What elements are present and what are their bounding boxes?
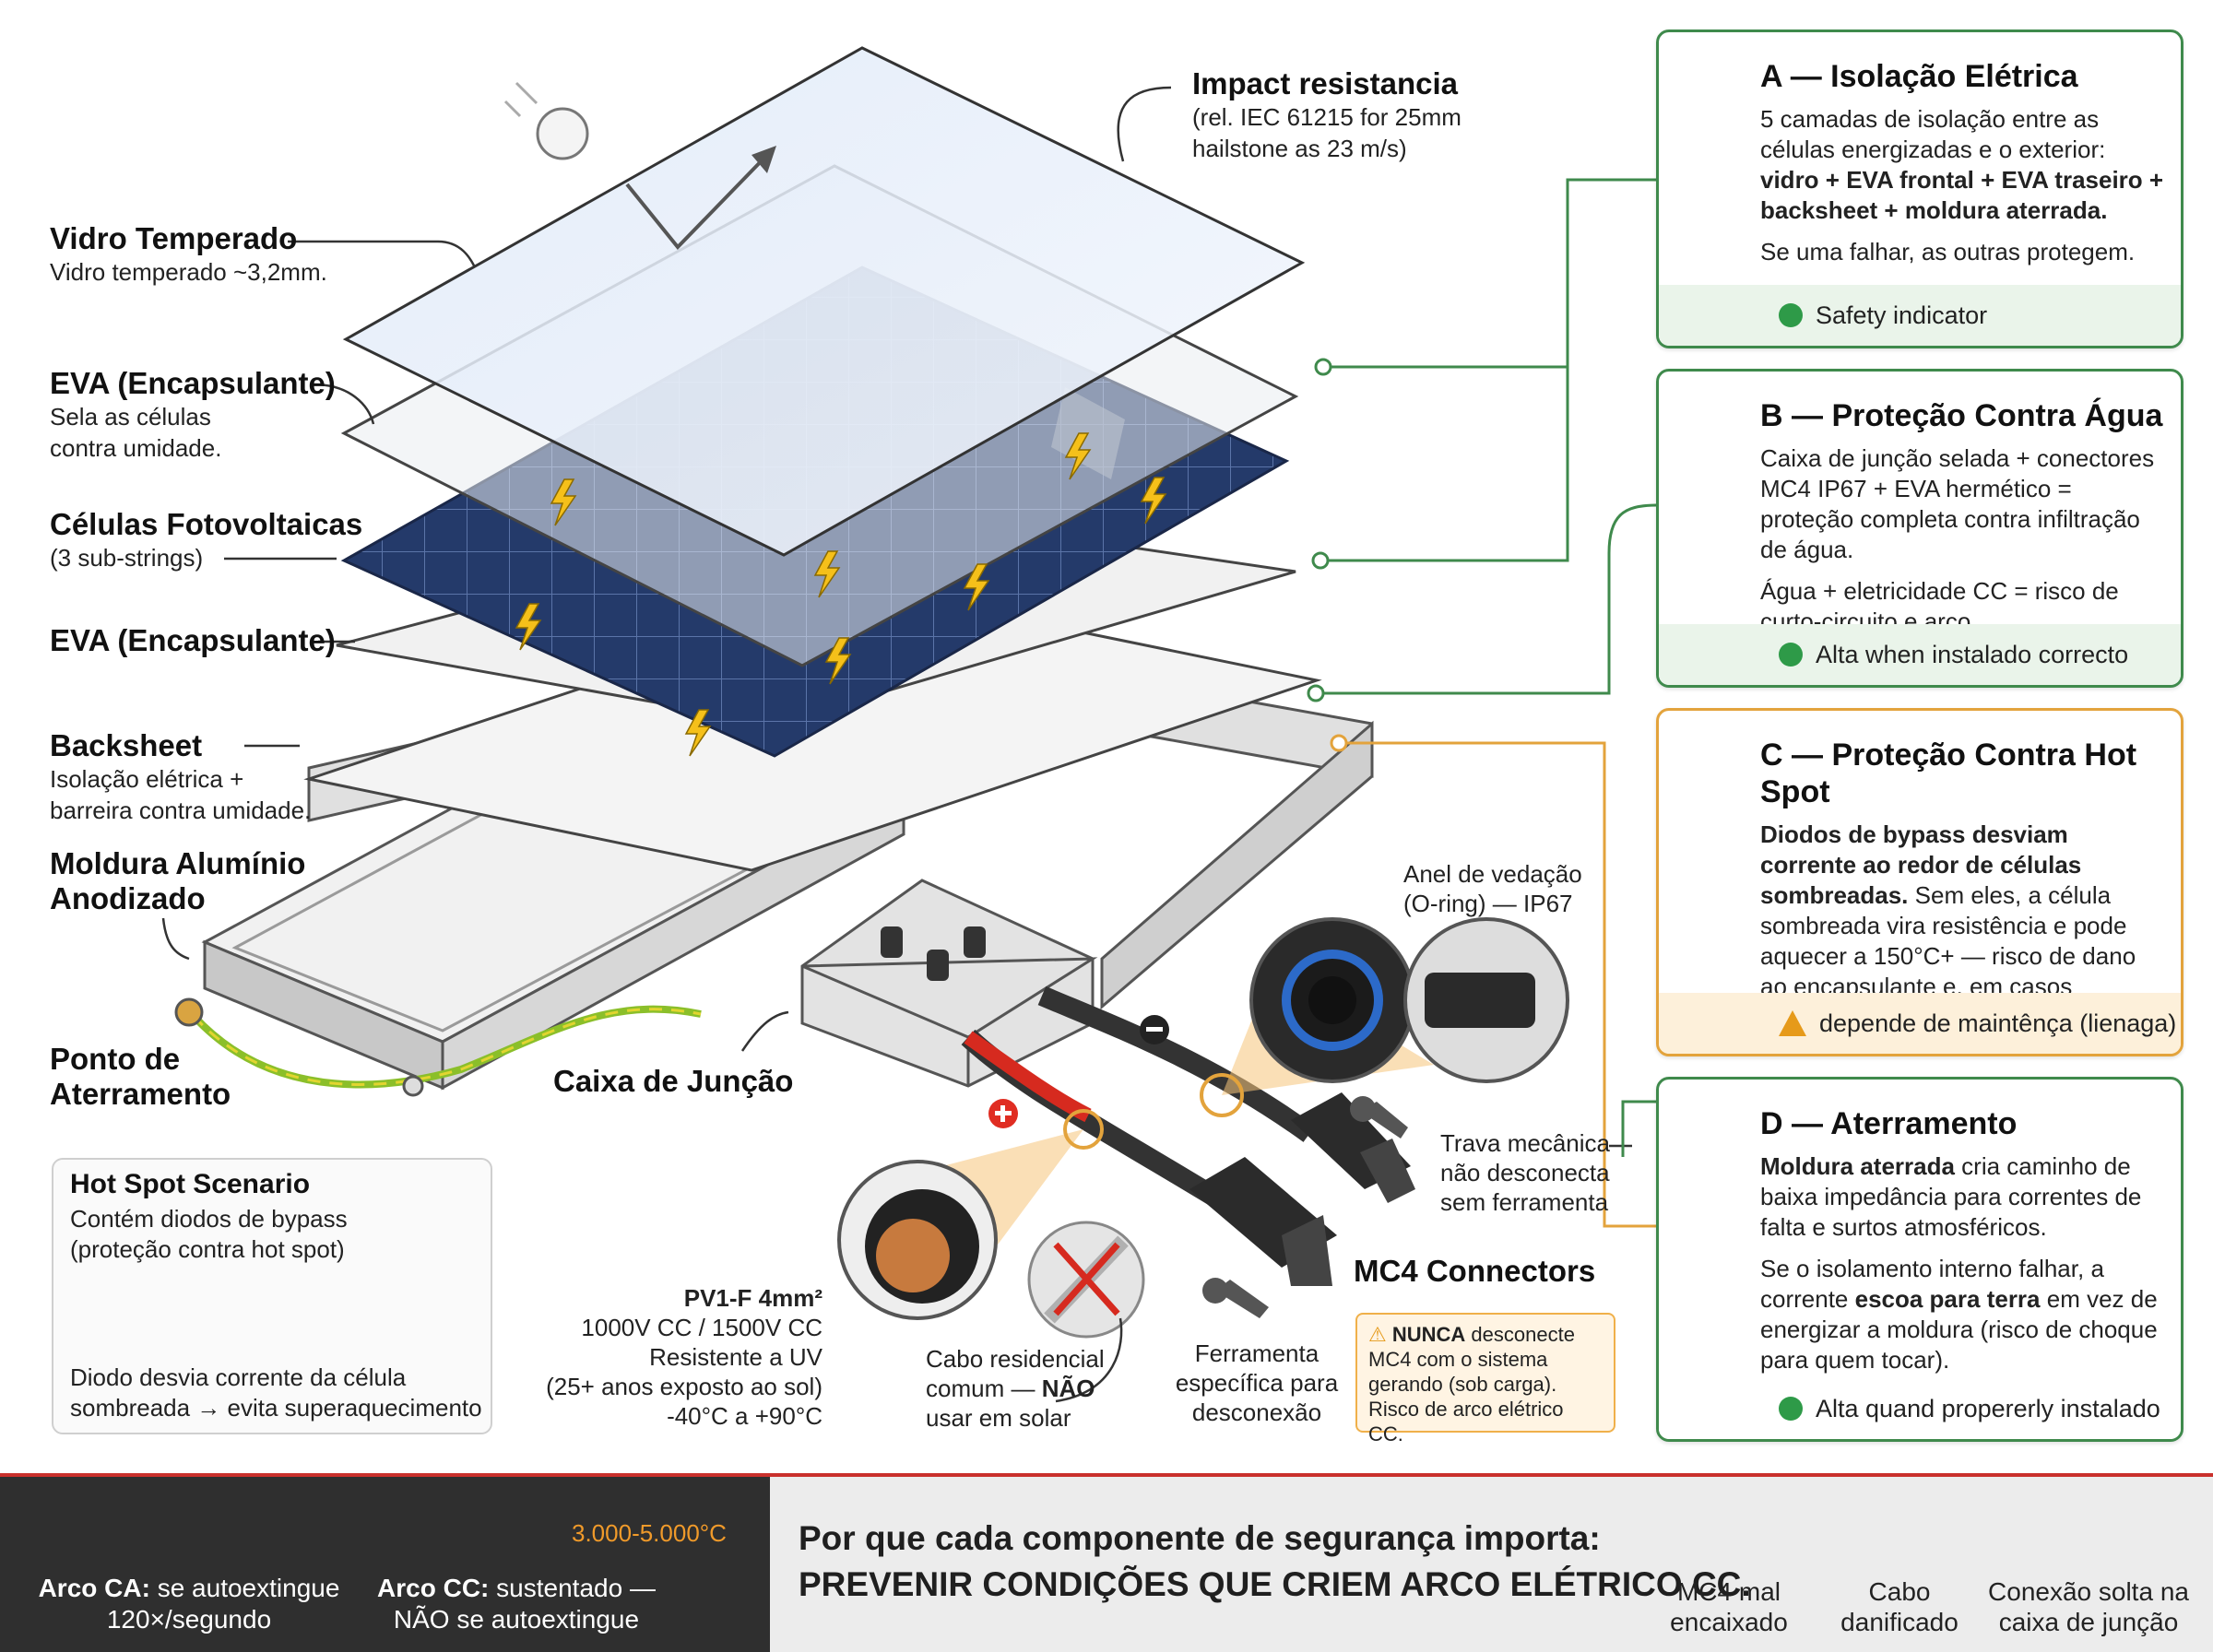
wrench-icon [1202, 1096, 1408, 1318]
label-impact: Impact resistancia (rel. IEC 61215 for 2… [1192, 66, 1462, 162]
card-protecao-hot-spot: C — Proteção Contra Hot Spot Diodos de b… [1656, 708, 2183, 1056]
warning-icon: ⚠ [1368, 1323, 1387, 1346]
label-moldura: Moldura Alumínio Anodizado [50, 846, 306, 915]
banner-message: Por que cada componente de segurança imp… [799, 1519, 1751, 1603]
label-caixa-juncao: Caixa de Junção [553, 1064, 794, 1098]
card-protecao-agua: B — Proteção Contra Água Caixa de junção… [1656, 369, 2183, 688]
label-aterramento: Ponto de Aterramento [50, 1042, 231, 1111]
warning-icon [1779, 1010, 1806, 1036]
mc4-warning-box: ⚠ NUNCA desconecte MC4 com o sistema ger… [1355, 1313, 1615, 1446]
label-pv1f: PV1-F 4mm² 1000V CC / 1500V CC Resistent… [546, 1284, 822, 1430]
label-backsheet: Backsheet Isolação elétrica + barreira c… [50, 728, 312, 824]
ac-arc-caption: Arco CA: se autoextingue 120×/segundo [38, 1574, 340, 1634]
status-dot-icon [1779, 303, 1803, 327]
status-dot-icon [1779, 643, 1803, 667]
label-anel-vedacao: Anel de vedação (O-ring) — IP67 [1403, 860, 1582, 917]
hotspot-scenario-box: Hot Spot Scenario Contém diodos de bypas… [52, 1158, 492, 1434]
bottom-banner: Arco CA: se autoextingue 120×/segundo Ar… [0, 1473, 2213, 1652]
label-eva-top: EVA (Encapsulante) Sela as células contr… [50, 366, 336, 462]
label-ferramenta: Ferramenta específica para desconexão [1175, 1339, 1339, 1426]
banner-item-conexao: Conexão solta na caixa de junção [1988, 1577, 2189, 1636]
card-aterramento: D — Aterramento Moldura aterrada cria ca… [1656, 1077, 2183, 1442]
leader-lines [161, 86, 1632, 1403]
connector-dots [1307, 358, 1348, 752]
mc4-connector-pair [1189, 1092, 1415, 1286]
hailstone-icon [503, 81, 776, 251]
label-cabo-residencial: Cabo residencial comum — NÃO usar em sol… [926, 1345, 1105, 1432]
junction-box [800, 879, 1098, 1088]
dc-arc-caption: Arco CC: sustentado — NÃO se autoextingu… [377, 1574, 656, 1634]
card-connectors [1316, 178, 1657, 1228]
card-isolacao-eletrica: A — Isolação Elétrica 5 camadas de isola… [1656, 30, 2183, 348]
banner-item-cabo: Cabo danificado [1840, 1577, 1959, 1636]
negative-cable [1037, 985, 1316, 1142]
cell-bolt-icons [515, 432, 1167, 757]
ground-screw-icon [174, 997, 204, 1027]
label-celulas: Células Fotovoltaicas (3 sub-strings) [50, 507, 363, 572]
status-dot-icon [1779, 1397, 1803, 1421]
arc-temperature: 3.000-5.000°C [572, 1519, 727, 1547]
label-eva-bottom: EVA (Encapsulante) [50, 623, 336, 657]
label-trava: Trava mecânica não desconecta sem ferram… [1440, 1129, 1610, 1216]
banner-item-mc4: MC4 mal encaixado [1670, 1577, 1788, 1636]
label-vidro: Vidro Temperado Vidro temperado ~3,2mm. [50, 221, 327, 286]
label-mc4: MC4 Connectors [1354, 1254, 1596, 1288]
tempered-glass-layer [342, 46, 1306, 557]
